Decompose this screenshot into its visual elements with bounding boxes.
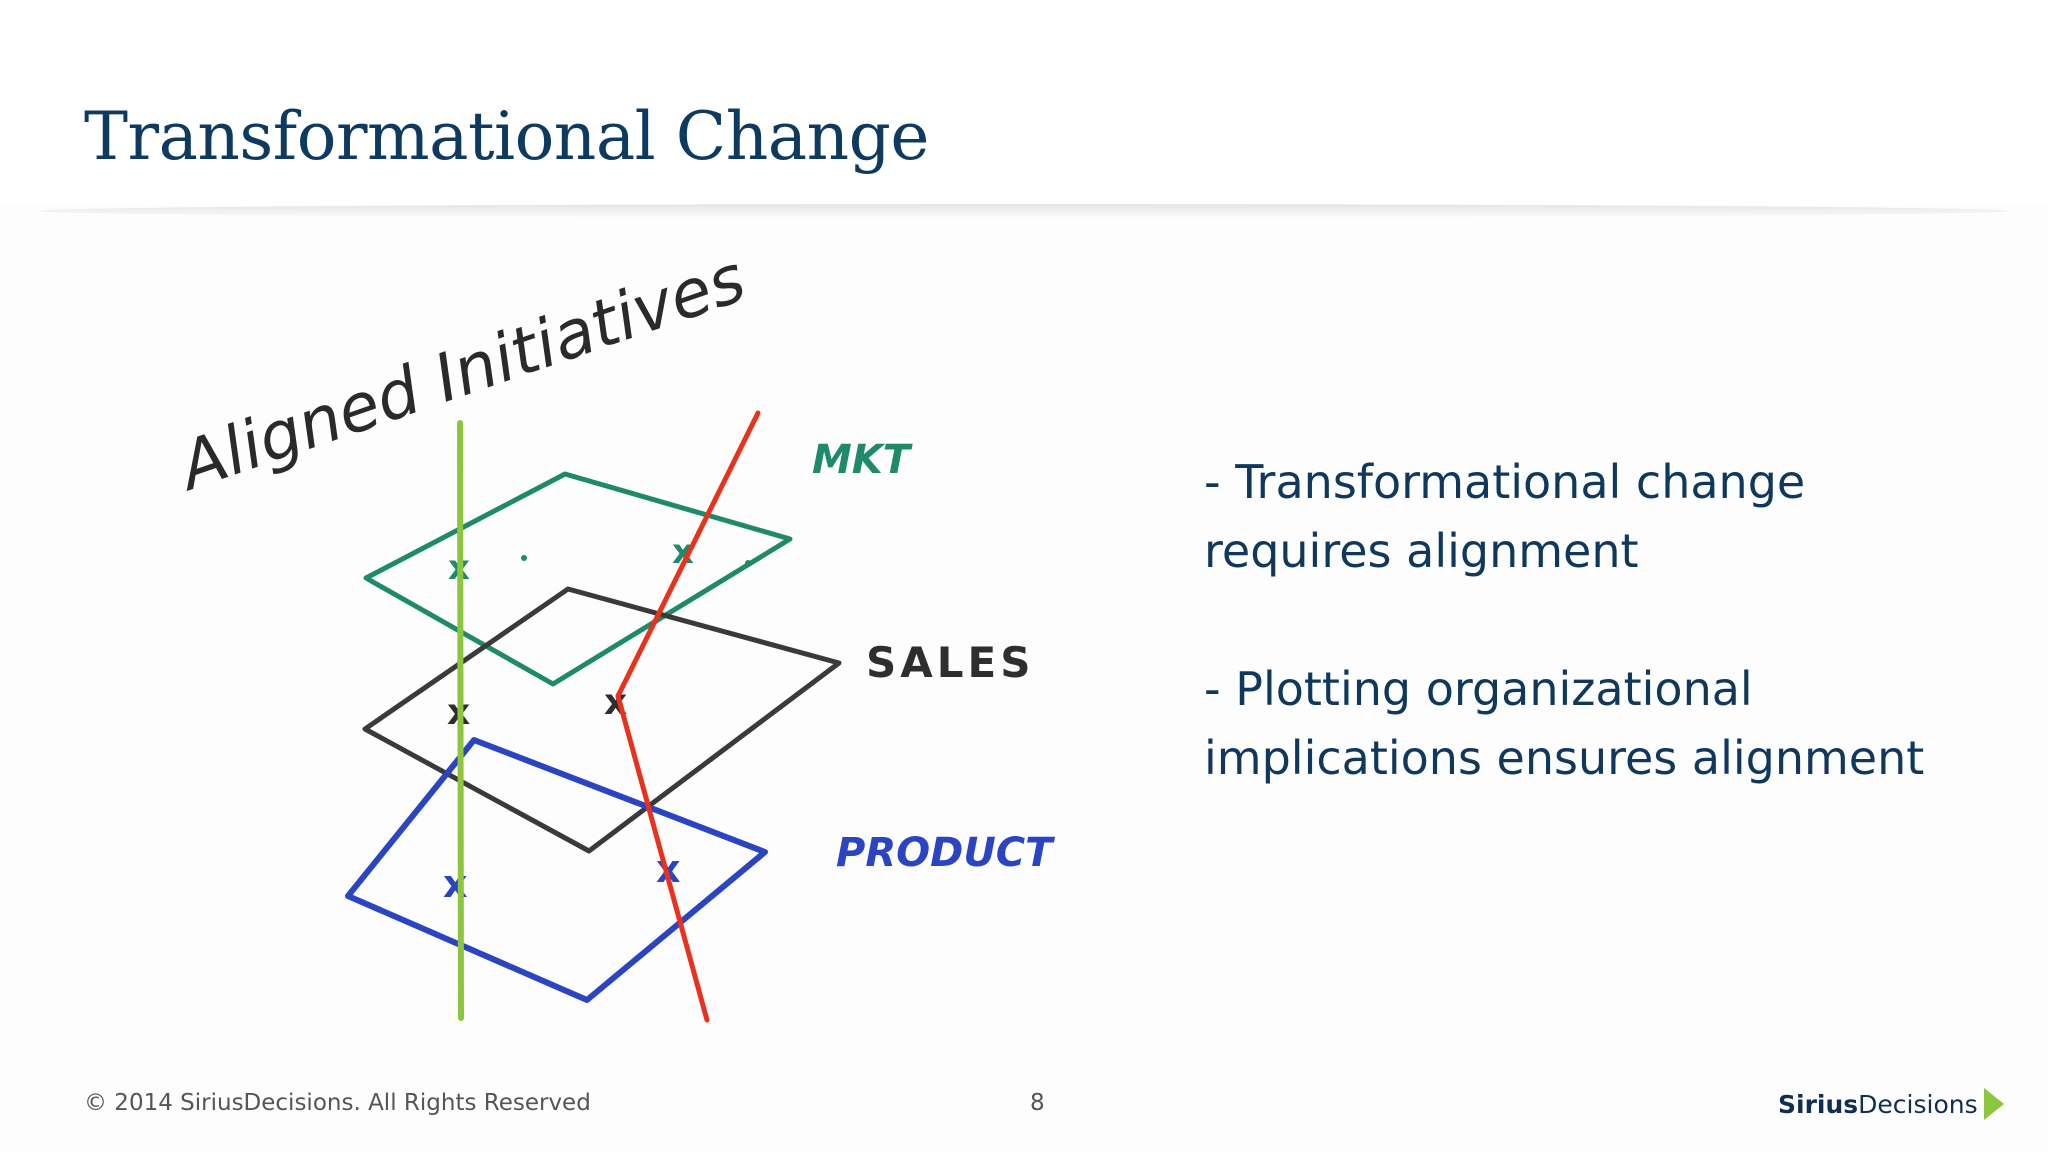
product-mark-aligned: x bbox=[443, 862, 468, 906]
misaligned-line bbox=[615, 410, 761, 1023]
title-band: Transformational Change bbox=[0, 0, 2048, 205]
bullet-item: - Plotting organizational implications e… bbox=[1204, 662, 1925, 785]
product-plane bbox=[345, 737, 768, 1003]
bullet-item: - Transformational change requires align… bbox=[1204, 455, 1806, 578]
mkt-dot bbox=[745, 560, 751, 566]
title-divider bbox=[40, 204, 2008, 218]
slide-title: Transformational Change bbox=[84, 98, 929, 175]
label-mkt: MKT bbox=[812, 437, 913, 483]
label-sales: SALES bbox=[866, 638, 1034, 687]
bullet-list: - Transformational change requires align… bbox=[1204, 448, 1964, 862]
sales-plane bbox=[362, 586, 842, 854]
mkt-dot bbox=[521, 555, 527, 561]
logo-arrow-icon bbox=[1983, 1088, 2004, 1120]
label-product: PRODUCT bbox=[836, 830, 1055, 876]
logo-text-sirius: Sirius bbox=[1778, 1089, 1859, 1119]
aligned-line bbox=[457, 420, 464, 1021]
logo-text-decisions: Decisions bbox=[1858, 1089, 1978, 1119]
mkt-mark-misaligned: x bbox=[672, 532, 694, 572]
mkt-plane bbox=[363, 471, 793, 687]
page-number: 8 bbox=[1030, 1090, 1045, 1116]
footer-copyright: © 2014 SiriusDecisions. All Rights Reser… bbox=[84, 1090, 591, 1116]
